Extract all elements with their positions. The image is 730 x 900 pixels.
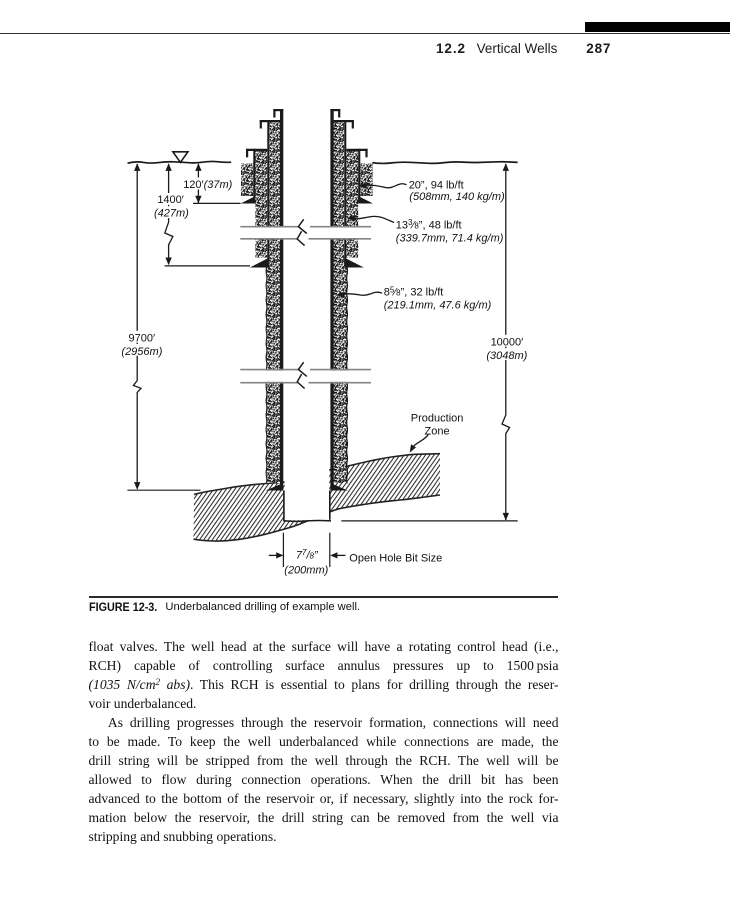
svg-text:Zone: Zone [425, 425, 450, 437]
svg-text:(3048m): (3048m) [486, 350, 527, 362]
svg-text:10000′: 10000′ [491, 336, 524, 348]
svg-text:77/8”: 77/8” [296, 548, 319, 561]
svg-text:(508mm, 140 kg/m): (508mm, 140 kg/m) [409, 191, 505, 203]
svg-text:(2956m): (2956m) [121, 346, 162, 358]
svg-text:Production: Production [411, 412, 464, 424]
svg-text:(427m): (427m) [154, 207, 189, 219]
svg-text:120′(37m): 120′(37m) [183, 179, 232, 191]
svg-text:20”, 94 lb/ft: 20”, 94 lb/ft [409, 179, 464, 191]
svg-text:133⁄8”, 48 lb/ft: 133⁄8”, 48 lb/ft [396, 218, 462, 231]
svg-text:1400′: 1400′ [157, 194, 184, 206]
svg-text:Open Hole Bit Size: Open Hole Bit Size [349, 552, 442, 564]
svg-text:(339.7mm, 71.4 kg/m): (339.7mm, 71.4 kg/m) [396, 232, 504, 244]
svg-text:9700′: 9700′ [129, 333, 156, 345]
svg-text:(200mm): (200mm) [284, 565, 328, 577]
svg-text:(219.1mm, 47.6 kg/m): (219.1mm, 47.6 kg/m) [384, 300, 492, 312]
svg-text:85⁄8”, 32 lb/ft: 85⁄8”, 32 lb/ft [384, 285, 444, 298]
